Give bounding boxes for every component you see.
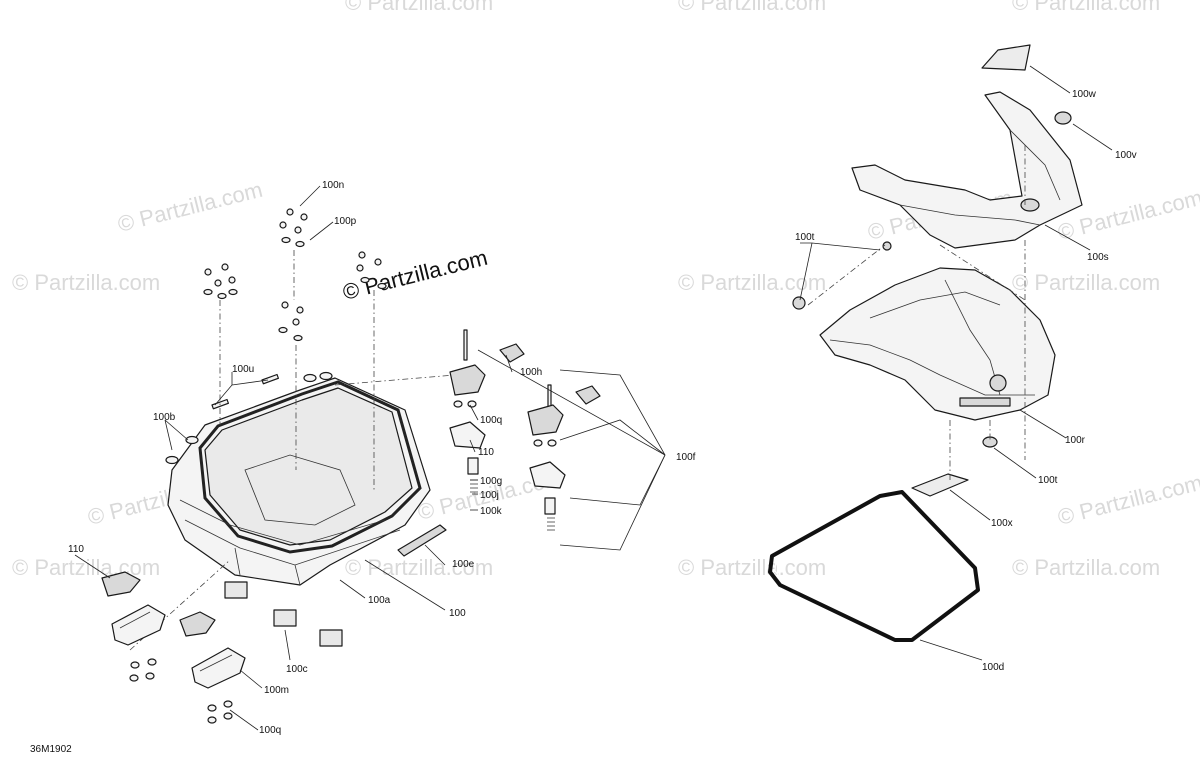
callout-100t-right: 100t bbox=[1038, 475, 1058, 486]
watermark-9: © Partzilla.com bbox=[1012, 555, 1160, 580]
callout-100g: 100g bbox=[480, 476, 502, 487]
callout-110-left: 110 bbox=[68, 544, 84, 555]
screw-stack-2 bbox=[279, 208, 308, 248]
callout-labels: 100n 100p 100u 100b 100h 100q 110 100g 1… bbox=[68, 89, 1137, 736]
watermark-3: © Partzilla.com bbox=[345, 0, 493, 15]
callout-100c: 100c bbox=[286, 664, 308, 675]
latch-parts-middle bbox=[449, 329, 601, 531]
latch-parts-bottom-left bbox=[101, 571, 246, 724]
callout-100r: 100r bbox=[1065, 435, 1086, 446]
callout-100x: 100x bbox=[991, 518, 1013, 529]
callout-100v: 100v bbox=[1115, 150, 1137, 161]
callout-100p: 100p bbox=[334, 216, 357, 227]
callout-100n: 100n bbox=[322, 180, 344, 191]
watermark-4: © Partzilla.com bbox=[678, 0, 826, 15]
pads bbox=[224, 524, 447, 647]
screw-stack-1 bbox=[203, 263, 238, 300]
callout-100k: 100k bbox=[480, 506, 503, 517]
leader-lines bbox=[74, 65, 1113, 731]
guide-lines-left bbox=[129, 250, 456, 651]
clip-pieces bbox=[165, 371, 333, 465]
lid-seal-and-pad bbox=[768, 473, 980, 642]
callout-100q-bottom: 100q bbox=[259, 725, 281, 736]
lid-main-body bbox=[792, 241, 1056, 448]
callout-100u: 100u bbox=[232, 364, 254, 375]
diagram-code: 36M1902 bbox=[30, 744, 72, 755]
callout-100d: 100d bbox=[982, 662, 1004, 673]
watermark-2: © Partzilla.com bbox=[12, 555, 160, 580]
watermark-5: © Partzilla.com bbox=[1012, 0, 1160, 15]
callout-100q-top: 100q bbox=[480, 415, 502, 426]
callout-110-right: 110 bbox=[478, 447, 494, 458]
callout-100a: 100a bbox=[368, 595, 391, 606]
watermark-7: © Partzilla.com bbox=[1012, 270, 1160, 295]
callout-100b: 100b bbox=[153, 412, 176, 423]
lid-top-cover bbox=[851, 44, 1083, 249]
screw-stack-4 bbox=[356, 251, 387, 290]
callout-100e: 100e bbox=[452, 559, 475, 570]
watermark-11: © Partzilla.com bbox=[115, 177, 265, 237]
screw-stack-3 bbox=[278, 301, 304, 342]
watermark-1: © Partzilla.com bbox=[12, 270, 160, 295]
watermark-16: © Partzilla.com bbox=[1055, 470, 1200, 530]
callout-100f: 100f bbox=[676, 452, 696, 463]
callout-100h: 100h bbox=[520, 367, 542, 378]
watermark-8: © Partzilla.com bbox=[678, 555, 826, 580]
callout-100s: 100s bbox=[1087, 252, 1109, 263]
callout-100j: 100j bbox=[480, 490, 499, 501]
storage-bin bbox=[167, 377, 431, 586]
guide-lines-right bbox=[807, 145, 1026, 480]
callout-100: 100 bbox=[449, 608, 466, 619]
callout-100t-top: 100t bbox=[795, 232, 815, 243]
callout-100w: 100w bbox=[1072, 89, 1097, 100]
callout-100m: 100m bbox=[264, 685, 289, 696]
watermark-10: © Partzilla.com bbox=[345, 555, 493, 580]
bin-screws-group bbox=[165, 208, 387, 465]
